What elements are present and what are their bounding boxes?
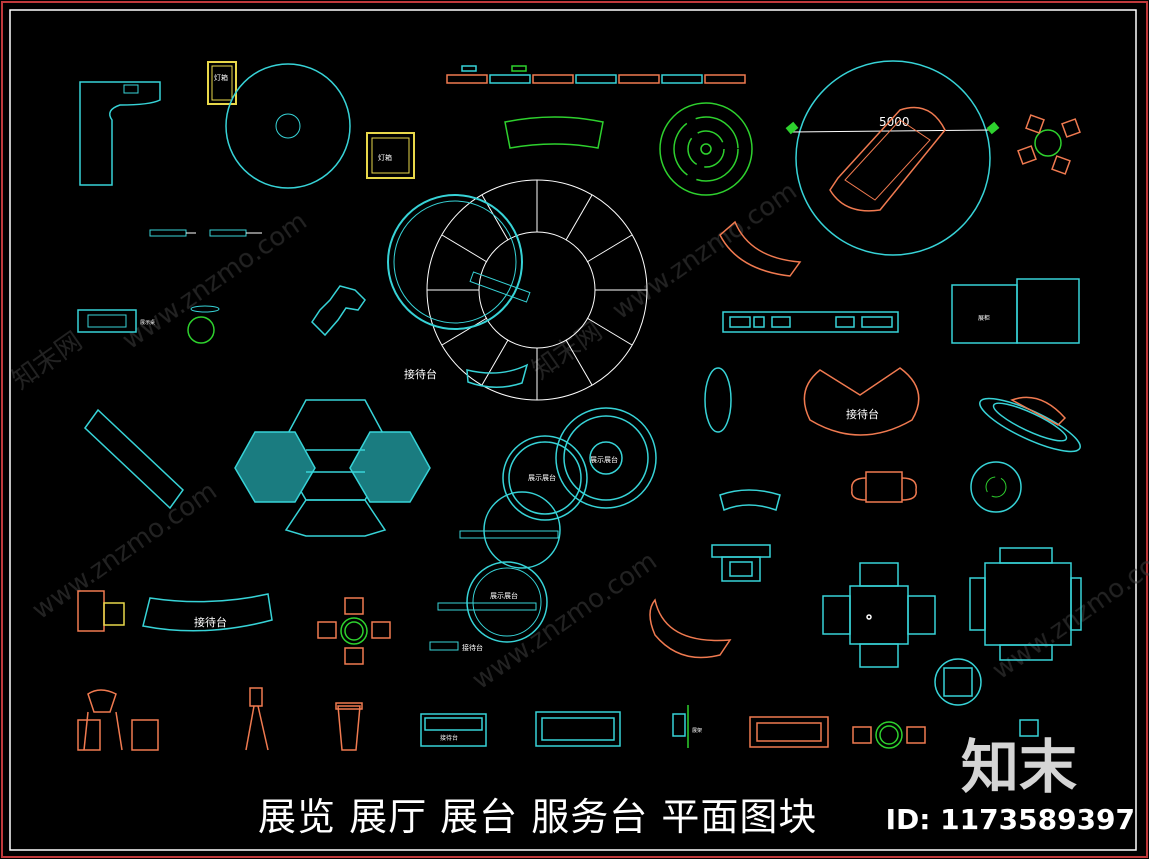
reception-label-4: 接待台 xyxy=(440,734,458,742)
circular-seat-green xyxy=(659,102,753,196)
image-id: ID: 1173589397 xyxy=(885,803,1135,836)
display-label-3: 展示展台 xyxy=(490,591,518,600)
lamp-box-2 xyxy=(366,132,415,179)
arc-desk-small xyxy=(719,489,781,512)
desk-small xyxy=(77,309,137,333)
reception-label-3: 接待台 xyxy=(194,615,227,629)
podium xyxy=(335,702,363,751)
lamp-label-2: 灯箱 xyxy=(378,153,392,162)
table-label-1: 展示桌 xyxy=(140,319,155,326)
panel-strip xyxy=(446,65,746,84)
desk-chair-set xyxy=(77,590,125,632)
display-stand-b xyxy=(555,407,657,509)
angled-table xyxy=(84,408,184,510)
round-table-small xyxy=(970,461,1022,513)
watermark-1: www.znzmo.com xyxy=(117,206,313,356)
watermark-2: www.znzmo.com xyxy=(607,176,803,326)
watermark-7: 知末网 xyxy=(527,316,608,385)
round-table-4-chairs-b xyxy=(317,597,391,665)
stand-label: 展架 xyxy=(692,728,702,734)
display-stand-a xyxy=(502,435,588,521)
round-table-4-chairs-a xyxy=(1017,114,1081,175)
counter-orange xyxy=(749,716,829,748)
square-table-large xyxy=(969,547,1082,661)
lamp-box-1 xyxy=(207,61,237,105)
oval-stand xyxy=(704,367,732,433)
disc-display xyxy=(979,396,1081,453)
watermark-4: www.znzmo.com xyxy=(467,546,663,696)
easel-stand xyxy=(245,687,269,751)
l-desk xyxy=(79,81,161,186)
media-panel xyxy=(722,311,899,333)
display-label-1: 展示展台 xyxy=(528,473,556,482)
hexagon-booth xyxy=(234,399,431,537)
cabinet-label: 展柜 xyxy=(978,314,990,322)
circle-lounge-5000: 5000 xyxy=(785,60,1000,256)
display-stand-d xyxy=(466,561,548,643)
display-stand-c-ring xyxy=(483,491,561,569)
inner-frame xyxy=(9,9,1137,851)
reception-curved-orange xyxy=(803,367,920,436)
cyan-ring-stage xyxy=(387,194,523,330)
cross-display xyxy=(311,285,366,337)
small-round-green xyxy=(187,316,215,344)
lounge-chair-orange xyxy=(851,471,917,503)
square-table-4-chairs xyxy=(822,562,936,668)
round-square-table xyxy=(934,658,982,706)
crescent-sofa xyxy=(649,598,732,659)
table-label-2: 接待台 xyxy=(462,643,483,652)
sign-stand: 展架 xyxy=(672,705,702,748)
counter-bottom-1 xyxy=(420,713,487,747)
cabinet: 展柜 xyxy=(951,278,1080,344)
counter-bottom-2 xyxy=(535,711,621,747)
reception-label-2: 接待台 xyxy=(846,407,879,421)
watermark-6: 知末网 xyxy=(7,326,88,395)
watermark-layer: www.znzmo.com www.znzmo.com www.znzmo.co… xyxy=(7,176,1149,696)
arc-bench-orange xyxy=(719,220,802,277)
rod-fixtures xyxy=(149,229,262,237)
round-table-2-chairs xyxy=(852,721,926,749)
lamp-label-1: 灯箱 xyxy=(214,73,228,82)
arc-desk-reception-2 xyxy=(142,593,273,632)
stage-bar xyxy=(469,271,531,303)
bar-stools xyxy=(77,689,159,751)
chair-outline-bottom-right xyxy=(1019,719,1039,737)
arc-desk-reception-1 xyxy=(466,363,529,388)
circular-stage-center xyxy=(426,179,648,401)
brand-logo: 知末 xyxy=(960,733,1077,801)
arc-bench-green xyxy=(504,116,604,149)
round-table-large xyxy=(225,63,351,189)
display-label-2: 展示展台 xyxy=(590,455,618,464)
stand-unit xyxy=(711,544,771,582)
watermark-5: www.znzmo.com xyxy=(987,536,1149,686)
reception-label-1: 接待台 xyxy=(404,367,437,381)
drawing-title: 展览 展厅 展台 服务台 平面图块 xyxy=(258,795,818,839)
